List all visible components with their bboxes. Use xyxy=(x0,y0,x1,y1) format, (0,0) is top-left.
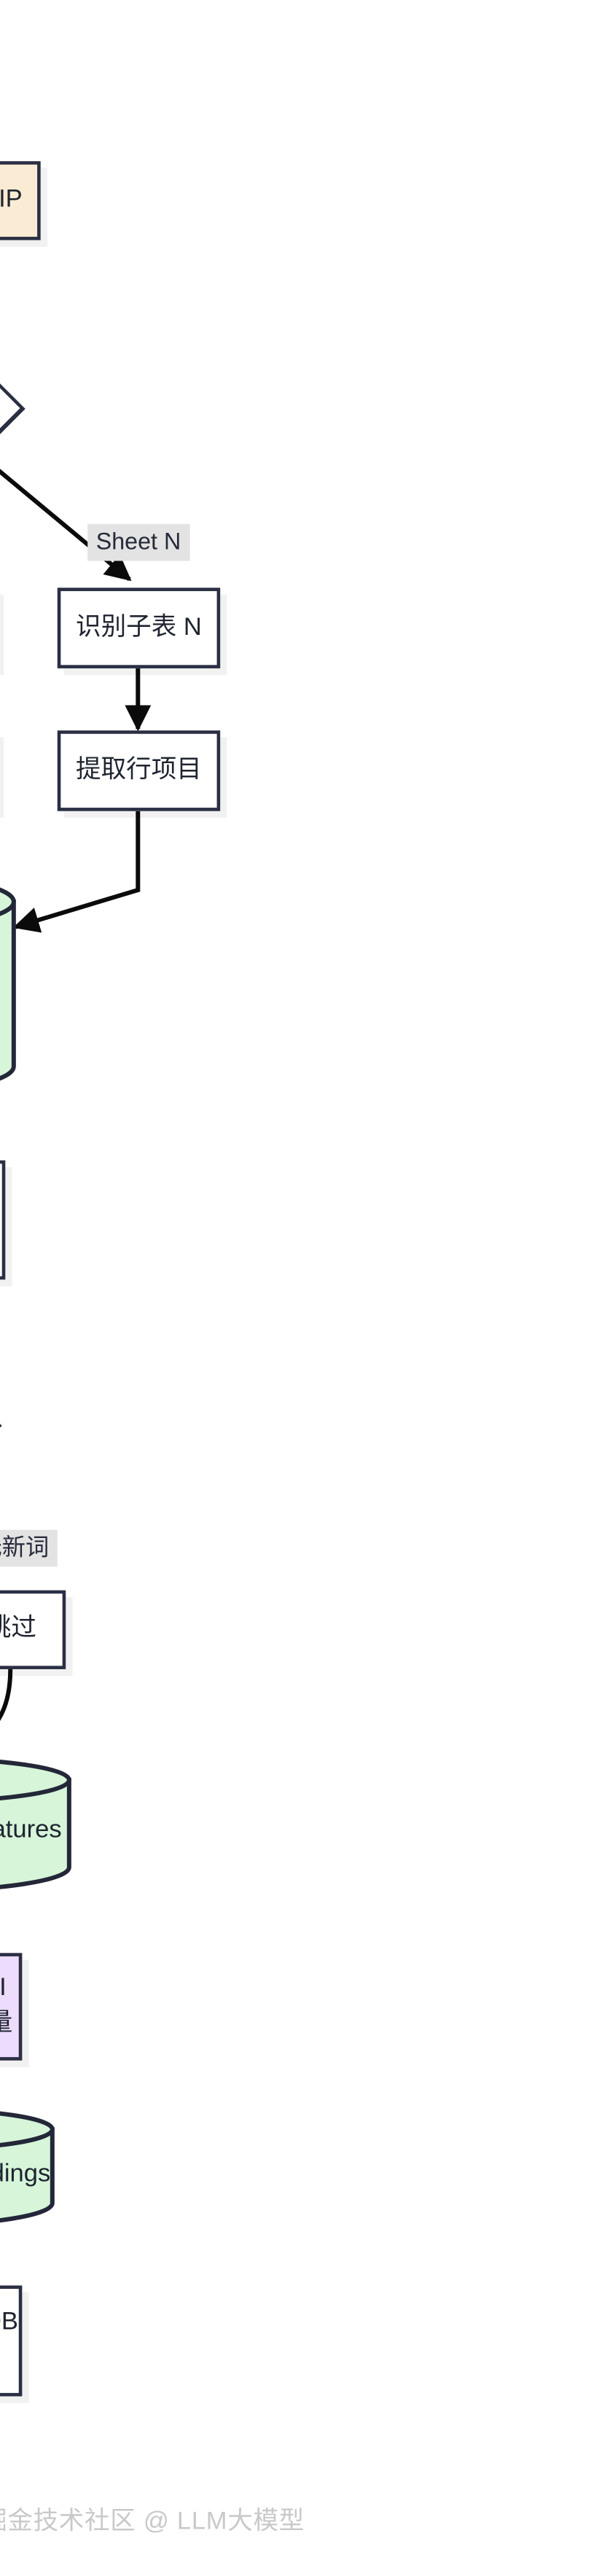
node-call-ollama-api[interactable]: 调用 Ollama API 生成 1024 维向量 xyxy=(0,1953,23,2061)
node-identify-subtable-n[interactable]: 识别子表 N xyxy=(57,588,221,668)
node-call-ollama-api-label: 调用 Ollama API 生成 1024 维向量 xyxy=(0,1973,12,2037)
node-parse-excel-label: 解析 Excel xyxy=(0,303,32,480)
node-vocab-learning[interactable]: 词汇学习 xyxy=(0,1330,15,1498)
node-store-sqlite-label: 存入 SQLite quote_files quote_tables quote… xyxy=(0,935,17,1078)
edge-skip-tablefeat xyxy=(0,1668,13,1721)
node-identify-subtable-n-label: 识别子表 N xyxy=(76,612,202,641)
node-skip-label: 跳过 xyxy=(0,1614,36,1643)
edge-label-no-new-word: 无新词 xyxy=(0,1529,58,1566)
watermark: 掘金技术社区 @ LLM大模型 xyxy=(0,2507,305,2536)
store-embeddings-cylinder-shape xyxy=(0,2111,55,2223)
store-sqlite-cylinder-shape xyxy=(0,887,16,1081)
node-sync-chromadb[interactable]: 同步到 ChromaDB 向量索引 xyxy=(0,2285,23,2397)
node-sync-chromadb-label: 同步到 ChromaDB 向量索引 xyxy=(0,2308,18,2337)
node-store-table-features[interactable]: 存入 quote_table_features xyxy=(0,1757,72,1894)
node-store-embeddings-label: 存入 quote_embeddings xyxy=(0,2159,51,2188)
node-store-embeddings[interactable]: 存入 quote_embeddings xyxy=(0,2107,55,2228)
node-extract-rows-n-label: 提取行项目 xyxy=(76,754,202,784)
node-store-sqlite[interactable]: 存入 SQLite quote_files quote_tables quote… xyxy=(0,875,17,1093)
node-upload[interactable]: 用户上传 Excel/ZIP xyxy=(0,161,41,241)
node-store-table-features-label: 存入 quote_table_features xyxy=(0,1815,62,1844)
node-vocab-learning-label: 词汇学习 xyxy=(0,1343,15,1478)
store-table-features-cylinder-shape xyxy=(0,1760,71,1889)
edge-rowsn-sqlite xyxy=(12,811,141,933)
edge-label-sheet-n: Sheet N xyxy=(87,523,189,561)
node-skip[interactable]: 跳过 xyxy=(0,1590,66,1669)
node-build-features[interactable]: 构建特征文本 去噪音优化 xyxy=(0,1160,6,1280)
node-extract-rows-n[interactable]: 提取行项目 xyxy=(57,730,221,811)
node-upload-label: 用户上传 Excel/ZIP xyxy=(0,184,23,214)
node-parse-excel[interactable]: 解析 Excel xyxy=(0,287,32,502)
edge-parse-sheetn xyxy=(0,469,132,582)
